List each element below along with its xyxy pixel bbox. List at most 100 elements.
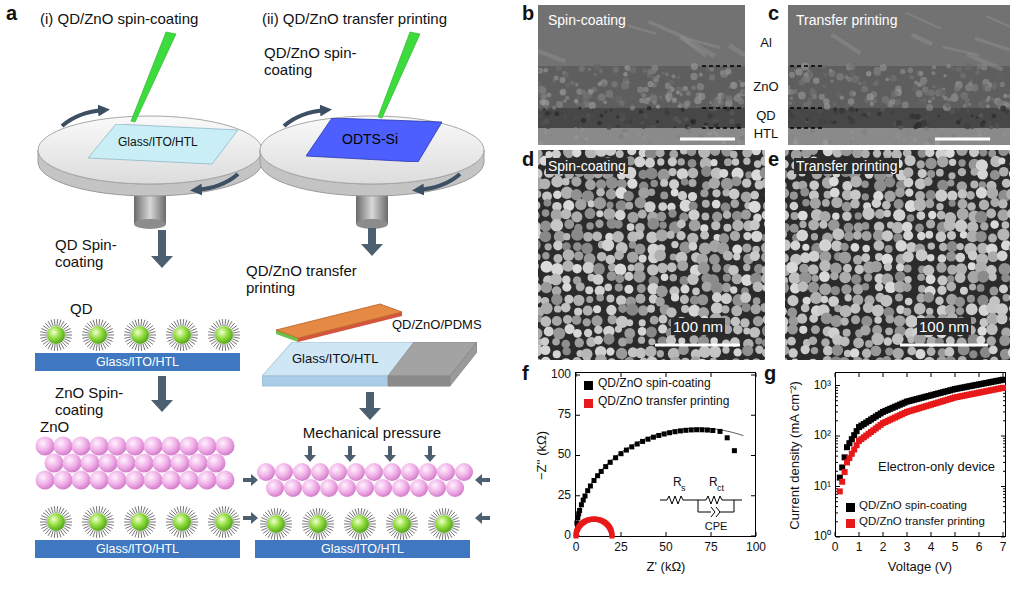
sem-texture xyxy=(1005,110,1009,114)
sem-texture xyxy=(729,118,735,124)
sem-texture xyxy=(593,117,597,121)
sem-texture xyxy=(880,107,885,112)
sem-grain xyxy=(838,357,851,360)
sem-grain xyxy=(572,357,582,360)
sem-grain xyxy=(650,316,659,325)
qd-core xyxy=(47,326,65,344)
ligand xyxy=(191,519,198,520)
ligand xyxy=(174,321,178,327)
sem-texture xyxy=(691,85,696,90)
sem-grain xyxy=(853,231,862,240)
sem-grain xyxy=(732,274,743,285)
ligand xyxy=(394,510,398,516)
ligand xyxy=(83,515,89,518)
sem-grain xyxy=(765,191,766,198)
sem-grain xyxy=(671,293,679,301)
sem-grain xyxy=(656,286,668,298)
sem-grain xyxy=(893,209,905,221)
sem-texture xyxy=(913,125,918,130)
sem-grain xyxy=(915,224,924,233)
sem-texture xyxy=(820,118,825,123)
ligand xyxy=(125,526,131,529)
ligand xyxy=(106,515,112,518)
sem-grain xyxy=(763,200,765,211)
ligand xyxy=(185,320,187,327)
sem-grain xyxy=(914,198,927,211)
qd-core xyxy=(351,515,369,533)
sem-texture xyxy=(603,100,607,104)
sem-grain xyxy=(977,169,988,180)
sem-grain xyxy=(823,356,832,360)
ligand xyxy=(40,519,47,520)
ligand xyxy=(98,506,100,513)
sem-texture xyxy=(882,131,885,134)
sem-grain xyxy=(850,348,860,358)
ligand xyxy=(54,506,56,513)
sem-grain xyxy=(731,305,742,316)
sem-texture xyxy=(839,108,845,114)
sem-grain xyxy=(731,177,741,187)
sem-grain xyxy=(875,283,883,291)
sem-grain xyxy=(615,274,624,283)
sem-grain xyxy=(811,347,818,354)
ligand xyxy=(61,343,65,349)
sem-grain xyxy=(989,273,997,281)
pipette xyxy=(131,32,176,122)
sem-texture xyxy=(727,64,731,68)
ligand xyxy=(367,515,373,519)
sem-texture xyxy=(788,110,792,114)
sem-grain xyxy=(618,304,627,313)
sem-texture xyxy=(856,143,860,145)
sem-grain xyxy=(800,188,809,197)
ligand xyxy=(233,335,240,336)
sem-grain xyxy=(596,210,603,217)
sem-texture xyxy=(960,73,966,79)
sem-grain xyxy=(676,231,685,240)
sem-texture xyxy=(830,79,833,82)
sem-grain xyxy=(681,178,689,186)
sem-texture xyxy=(646,135,648,137)
sem-grain xyxy=(660,359,667,360)
ligand xyxy=(279,509,281,516)
ligand xyxy=(182,531,184,538)
sem-grain xyxy=(840,243,848,251)
ligand xyxy=(124,335,131,336)
sem-grain xyxy=(958,159,965,166)
sem-texture xyxy=(812,94,817,99)
ligand xyxy=(191,335,198,336)
sem-grain xyxy=(761,178,765,189)
sem-grain xyxy=(841,284,851,294)
sem-texture xyxy=(549,111,552,114)
sem-grain xyxy=(925,158,937,170)
sem-grain xyxy=(801,304,810,313)
sem-grain xyxy=(574,251,583,260)
ligand xyxy=(208,337,215,338)
sem-grain xyxy=(540,316,551,327)
ligand xyxy=(185,507,187,514)
sem-grain xyxy=(749,327,760,338)
ligand xyxy=(368,528,374,531)
ligand xyxy=(369,526,376,527)
sem-grain xyxy=(844,294,851,301)
sem-grain xyxy=(990,356,998,360)
sem-texture xyxy=(908,116,912,120)
ligand xyxy=(98,344,100,351)
ligand xyxy=(227,320,229,327)
sem-texture xyxy=(676,87,684,95)
sem-texture xyxy=(634,132,639,137)
ligand xyxy=(83,339,89,342)
ligand xyxy=(345,517,351,520)
sem-texture xyxy=(796,68,803,75)
sem-grain xyxy=(553,350,561,358)
sem-texture xyxy=(819,94,825,100)
ligand xyxy=(276,508,278,515)
sem-grain xyxy=(710,159,717,166)
sem-grain xyxy=(999,263,1010,275)
sem-grain xyxy=(947,179,954,186)
sem-texture xyxy=(926,104,933,111)
ligand xyxy=(145,530,149,536)
sem-grain xyxy=(796,229,808,241)
ligand xyxy=(233,337,240,338)
sem-grain xyxy=(998,199,1007,208)
sem-grain xyxy=(958,356,967,360)
